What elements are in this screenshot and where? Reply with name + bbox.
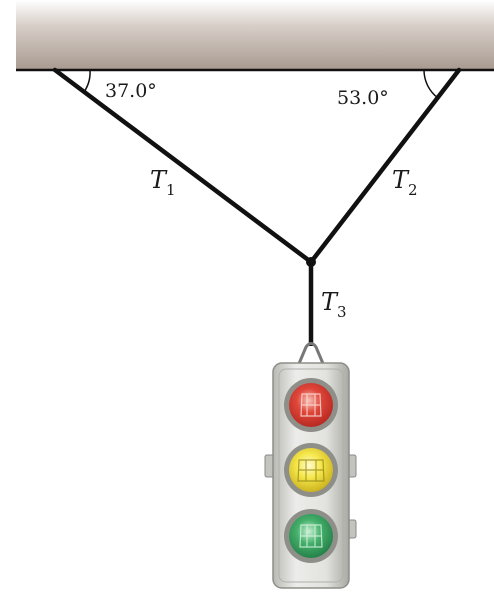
t2-symbol: T bbox=[392, 166, 410, 194]
rope-t2 bbox=[308, 67, 462, 265]
t3-subscript: 3 bbox=[337, 303, 347, 321]
red-lamp-lens bbox=[300, 393, 322, 417]
t1-subscript: 1 bbox=[166, 181, 176, 199]
traffic-light bbox=[264, 342, 357, 589]
housing-inner bbox=[278, 368, 344, 583]
t1-symbol: T bbox=[150, 166, 168, 194]
tension-label-t1: T1 bbox=[150, 166, 176, 199]
angle-arc-right bbox=[423, 69, 439, 99]
ceiling bbox=[16, 0, 494, 70]
angle-label-left: 37.0° bbox=[105, 80, 157, 102]
yellow-lamp-lens bbox=[297, 459, 325, 482]
tension-label-t3: T3 bbox=[321, 288, 347, 321]
angle-label-right: 53.0° bbox=[337, 87, 389, 109]
green-lamp-lens bbox=[299, 524, 323, 548]
t2-subscript: 2 bbox=[408, 181, 418, 199]
tension-label-t2: T2 bbox=[392, 166, 418, 199]
hanging-loop bbox=[296, 342, 326, 367]
t3-symbol: T bbox=[321, 288, 339, 316]
angle-arc-left bbox=[83, 69, 91, 93]
rope-t1 bbox=[52, 67, 314, 265]
knot bbox=[306, 257, 316, 267]
